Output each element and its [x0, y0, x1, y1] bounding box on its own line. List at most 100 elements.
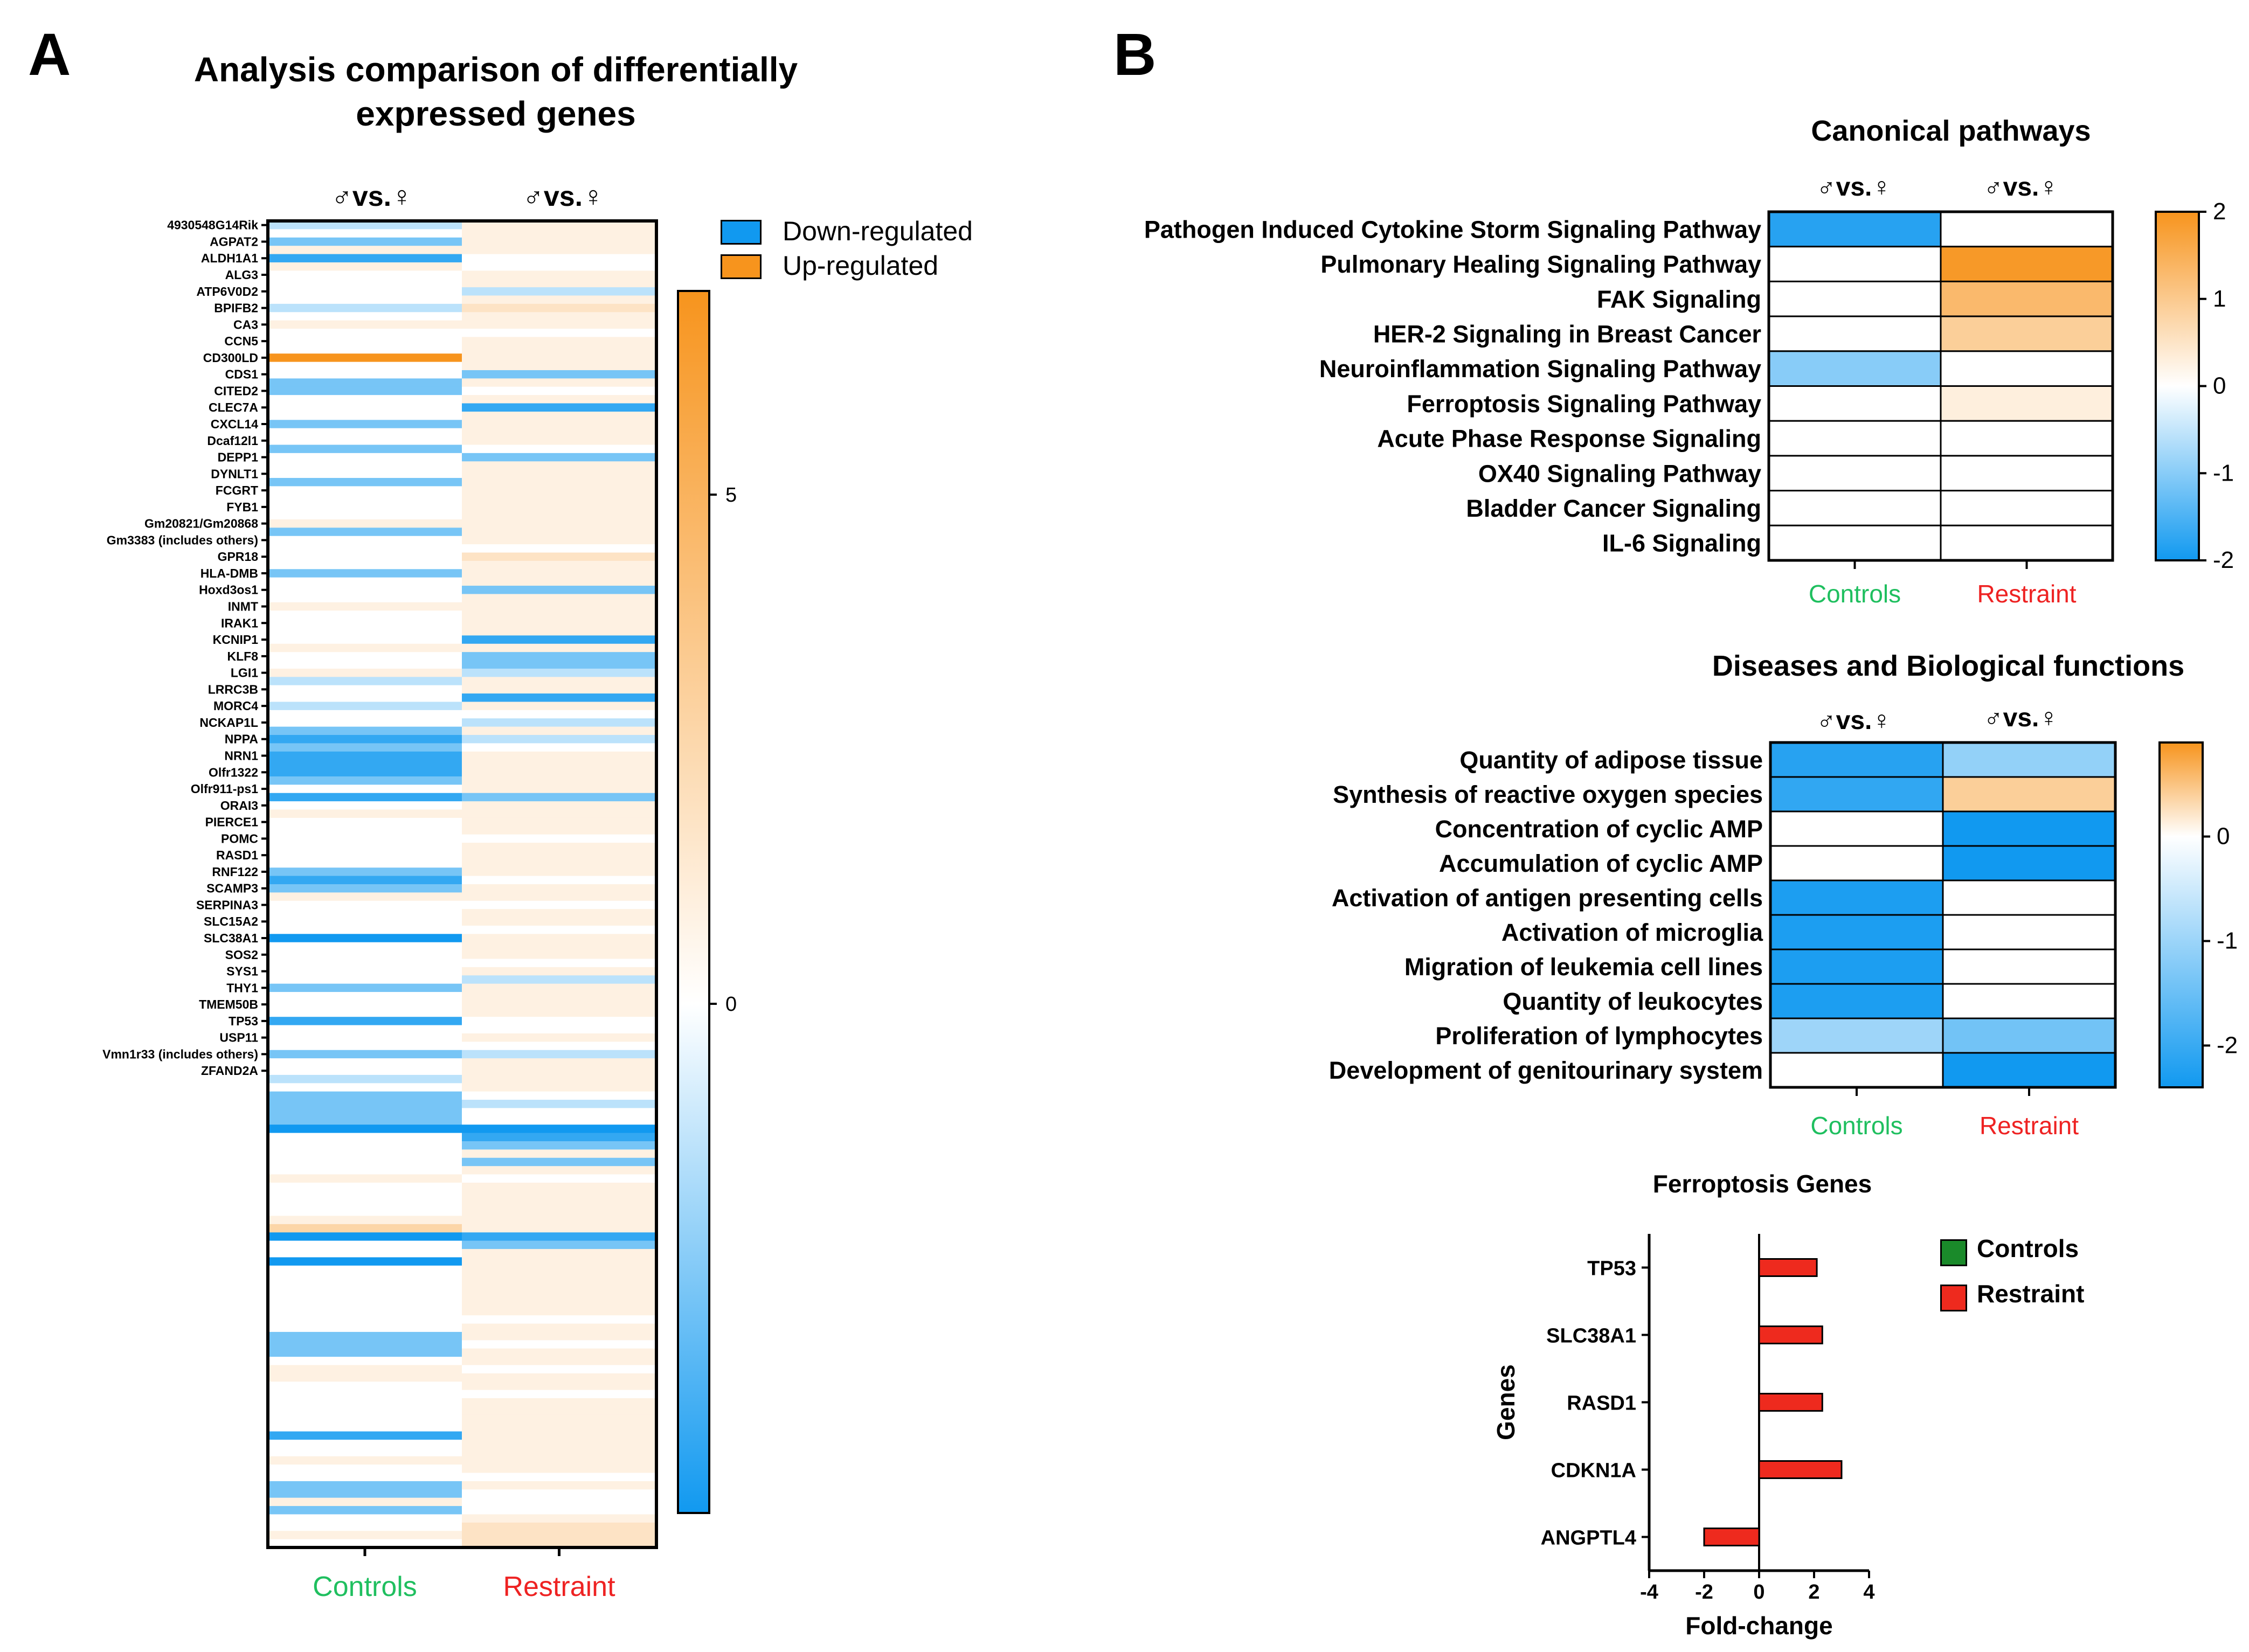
- heatmap-cell: [462, 469, 656, 478]
- heatmap-cell: [462, 809, 656, 818]
- heatmap-cell: [268, 1274, 462, 1283]
- heatmap-x-label: Restraint: [1980, 1112, 2079, 1140]
- heatmap-cell: [462, 478, 656, 487]
- heatmap-cell: [462, 295, 656, 304]
- heatmap-cell: [268, 1307, 462, 1316]
- heatmap-cell: [462, 826, 656, 835]
- heatmap-cell: [462, 876, 656, 885]
- heatmap-cell: [462, 1431, 656, 1440]
- heatmap-cell: [268, 469, 462, 478]
- heatmap-cell: [268, 1025, 462, 1034]
- bar-restraint: [1758, 1325, 1823, 1344]
- heatmap-cell: [462, 884, 656, 893]
- heatmap-cell: [268, 1240, 462, 1250]
- heatmap-cell: [462, 1224, 656, 1233]
- panel-label-b: B: [1113, 22, 1157, 88]
- gene-label: CDS1: [225, 367, 259, 381]
- heatmap-cell: [268, 892, 462, 901]
- heatmap-colhead-restraint: ♂vs.♀: [522, 181, 604, 212]
- heatmap-cell: [462, 1100, 656, 1109]
- heatmap-cell: [268, 1531, 462, 1540]
- gene-label: Olfr911-ps1: [191, 782, 258, 796]
- bar-restraint: [1758, 1393, 1823, 1412]
- bar-x-tick-label: 2: [1808, 1581, 1819, 1604]
- heatmap-cell: [462, 1091, 656, 1100]
- row-label: Synthesis of reactive oxygen species: [1333, 781, 1763, 808]
- heatmap-cell: [268, 809, 462, 818]
- heatmap-cell: [462, 992, 656, 1001]
- colorbar-tick-label: -1: [2213, 460, 2234, 486]
- heatmap-cell: [268, 1373, 462, 1382]
- heatmap-cell: [268, 702, 462, 711]
- heatmap-cell: [462, 1216, 656, 1225]
- heatmap-cell: [268, 1133, 462, 1142]
- heatmap-cell: [462, 453, 656, 462]
- heatmap-cell: [462, 660, 656, 669]
- heatmap-cell: [462, 445, 656, 454]
- heatmap-cell: [268, 1091, 462, 1100]
- row-label: Development of genitourinary system: [1329, 1057, 1763, 1084]
- heatmap-cell: [268, 643, 462, 653]
- diseases-colhead-controls: ♂vs.♀: [1816, 706, 1892, 735]
- colorbar-tick-label: 1: [2213, 286, 2226, 312]
- heatmap-cell: [268, 428, 462, 437]
- heatmap-cell: [268, 1348, 462, 1357]
- heatmap-cell: [268, 1074, 462, 1084]
- heatmap-cell: [462, 967, 656, 976]
- heatmap-cell: [268, 320, 462, 329]
- heatmap-cell: [268, 867, 462, 877]
- heatmap-cell: [462, 1414, 656, 1424]
- gene-label: ALDH1A1: [201, 251, 258, 265]
- heatmap-cell: [462, 221, 656, 230]
- heatmap-cell: [462, 1497, 656, 1507]
- heatmap-cell: [462, 527, 656, 537]
- gene-label: TMEM50B: [199, 997, 258, 1011]
- heatmap-cell: [268, 337, 462, 346]
- gene-label: RASD1: [216, 848, 258, 862]
- heatmap-cell: [462, 1439, 656, 1448]
- heatmap-cell: [462, 668, 656, 677]
- gene-label: Hoxd3os1: [199, 583, 258, 597]
- heatmap-cell: [462, 1514, 656, 1523]
- heatmap-cell: [268, 536, 462, 545]
- heatmap-cell: [462, 925, 656, 934]
- ferro-legend-label-controls: Controls: [1977, 1234, 2079, 1262]
- heatmap-cell: [462, 1033, 656, 1042]
- gene-label: SERPINA3: [196, 898, 258, 912]
- heatmap-cell: [268, 1456, 462, 1465]
- pathway-cell: [1942, 914, 2116, 950]
- heatmap-cell: [462, 867, 656, 877]
- heatmap-cell: [268, 1481, 462, 1490]
- heatmap-cell: [462, 1331, 656, 1341]
- gene-label: SYS1: [226, 964, 258, 978]
- gene-label: KCNIP1: [213, 633, 259, 647]
- row-label: Pulmonary Healing Signaling Pathway: [1320, 251, 1761, 278]
- pathway-cell: [1940, 315, 2114, 352]
- pathway-cell: [1942, 1017, 2116, 1054]
- diseases-colhead-restraint: ♂vs.♀: [1983, 704, 2059, 732]
- heatmap-cell: [462, 1340, 656, 1349]
- row-label: Ferroptosis Signaling Pathway: [1407, 390, 1761, 418]
- heatmap-cell: [462, 859, 656, 868]
- heatmap-x-label: Controls: [1809, 580, 1901, 608]
- heatmap-cell: [268, 610, 462, 620]
- ferroptosis-title: Ferroptosis Genes: [1652, 1170, 1872, 1198]
- heatmap-cell: [462, 702, 656, 711]
- heatmap-cell: [268, 262, 462, 271]
- pathway-cell: [1940, 490, 2114, 526]
- heatmap-cell: [268, 959, 462, 968]
- heatmap-cell: [268, 1100, 462, 1109]
- heatmap-cell: [462, 1506, 656, 1515]
- heatmap-cell: [462, 1290, 656, 1299]
- heatmap-cell: [462, 817, 656, 827]
- pathway-cell: [1768, 280, 1942, 317]
- heatmap-cell: [462, 1282, 656, 1291]
- heatmap-cell: [268, 602, 462, 611]
- gene-label: TP53: [229, 1014, 258, 1028]
- pathway-cell: [1942, 776, 2116, 813]
- heatmap-cell: [268, 1149, 462, 1158]
- heatmap-cell: [268, 1050, 462, 1059]
- gene-label: HLA-DMB: [200, 566, 258, 580]
- heatmap-cell: [268, 461, 462, 470]
- heatmap-cell: [462, 1083, 656, 1092]
